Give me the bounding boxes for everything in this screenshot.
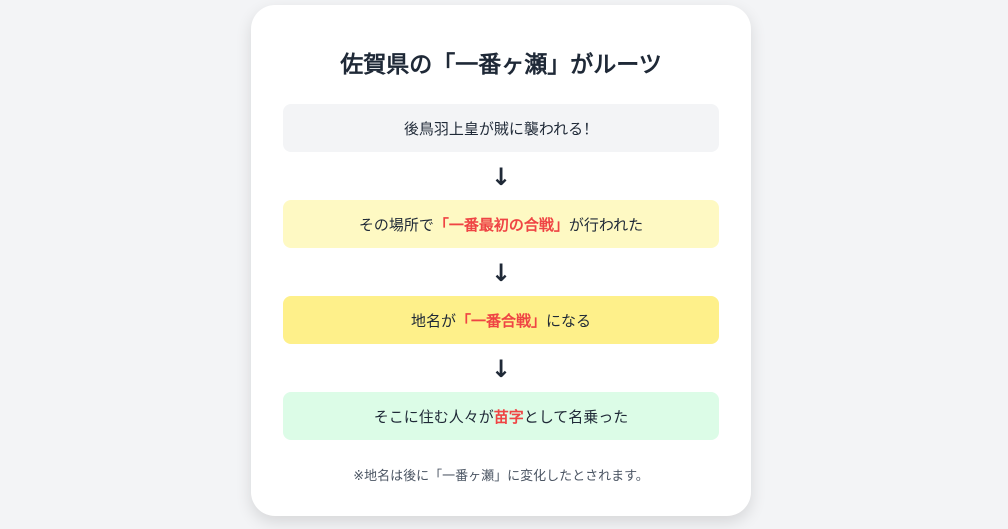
step-4: そこに住む人々が苗字として名乗った	[283, 392, 719, 440]
step-text: が行われた	[568, 215, 644, 234]
step-1: 後鳥羽上皇が賊に襲われる！	[283, 104, 719, 152]
step-text: 地名が	[410, 311, 456, 330]
down-arrow-icon: ↓	[490, 355, 512, 383]
footnote: ※地名は後に「一番ヶ瀬」に変化したとされます。	[353, 469, 649, 484]
step-3: 地名が「一番合戦」になる	[283, 296, 719, 344]
info-card: 佐賀県の「一番ヶ瀬」がルーツ 後鳥羽上皇が賊に襲われる！ ↓ その場所で「一番最…	[251, 5, 751, 516]
step-text: として名乗った	[523, 407, 629, 426]
step-text: になる	[546, 311, 592, 330]
step-text: その場所で	[358, 215, 434, 234]
step-highlight: 「一番合戦」	[455, 311, 546, 330]
step-text: 後鳥羽上皇が賊に襲われる！	[403, 119, 599, 138]
down-arrow-icon: ↓	[490, 163, 512, 191]
step-highlight: 「一番最初の合戦」	[433, 215, 569, 234]
card-title: 佐賀県の「一番ヶ瀬」がルーツ	[340, 52, 662, 78]
step-2: その場所で「一番最初の合戦」が行われた	[283, 200, 719, 248]
step-highlight: 苗字	[493, 407, 524, 426]
down-arrow-icon: ↓	[490, 259, 512, 287]
step-text: そこに住む人々が	[373, 407, 494, 426]
